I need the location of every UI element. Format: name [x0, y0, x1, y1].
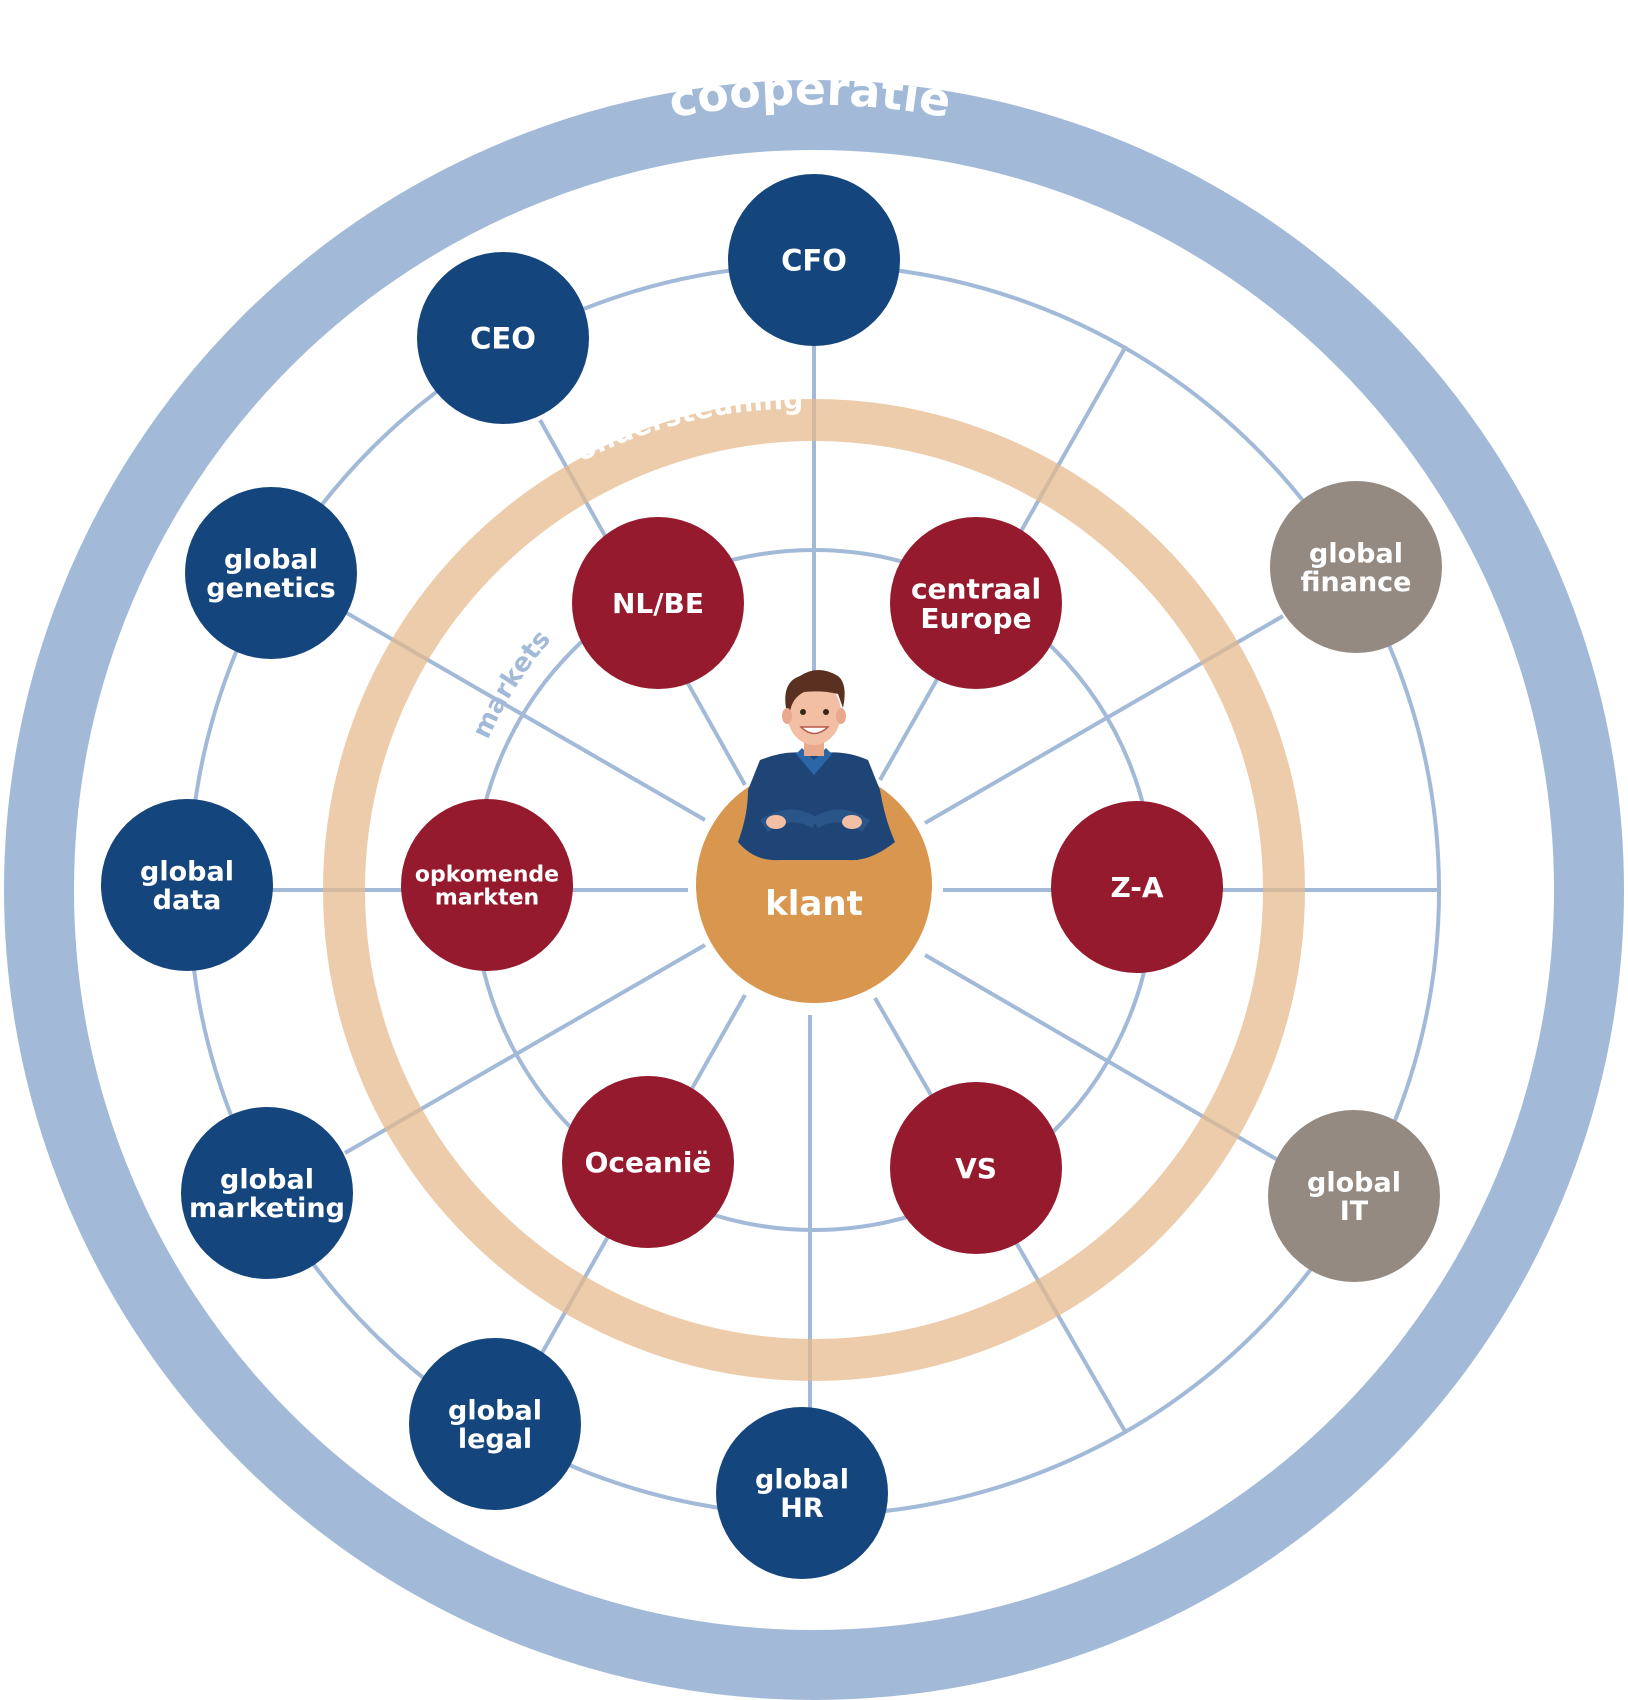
market-node-nl-be-circle	[572, 517, 744, 689]
market-node-vs-label: VS	[955, 1152, 997, 1185]
market-node-vs: VS	[890, 1082, 1062, 1254]
market-node-opkomende-markten-label: opkomende	[415, 862, 559, 887]
global-function-node-global-hr-label: HR	[780, 1493, 824, 1524]
global-function-node-global-marketing-label: global	[220, 1165, 314, 1196]
global-function-node-global-genetics-circle	[185, 487, 357, 659]
market-node-centraal-europe-circle	[890, 517, 1062, 689]
global-function-node-global-legal-label: global	[448, 1396, 542, 1427]
executive-node-ceo-label: CEO	[470, 321, 536, 355]
global-function-node-global-it-circle	[1268, 1110, 1440, 1282]
market-node-oceani-label: Oceanië	[585, 1146, 712, 1179]
executive-node-cfo-label: CFO	[781, 243, 847, 277]
global-function-node-global-marketing-label: marketing	[189, 1193, 345, 1224]
global-function-node-global-finance-label: global	[1309, 539, 1403, 570]
market-node-z-a: Z-A	[1051, 801, 1223, 973]
global-function-node-global-data-circle	[101, 799, 273, 971]
market-node-nl-be-label: NL/BE	[612, 587, 704, 620]
executive-node-ceo-circle	[417, 252, 589, 424]
customer-person-icon	[738, 670, 895, 861]
global-function-node-global-genetics-label: genetics	[206, 573, 335, 604]
executive-node-ceo: CEO	[417, 252, 589, 424]
market-node-oceani-circle	[562, 1076, 734, 1248]
market-node-opkomende-markten-label: markten	[435, 885, 539, 910]
market-node-centraal-europe-label: Europe	[920, 602, 1031, 635]
support-ring	[323, 399, 1305, 1381]
node-layer: CFOCEOglobalgeneticsglobaldataglobalmark…	[101, 174, 1442, 1579]
global-function-node-global-finance-label: finance	[1301, 567, 1412, 598]
market-node-centraal-europe-label: centraal	[911, 572, 1041, 605]
global-function-node-global-marketing-circle	[181, 1107, 353, 1279]
global-function-node-global-legal-label: legal	[458, 1424, 532, 1455]
global-function-node-global-legal-circle	[409, 1338, 581, 1510]
global-function-node-global-it-label: IT	[1340, 1196, 1369, 1227]
market-node-z-a-circle	[1051, 801, 1223, 973]
market-node-opkomende-markten-circle	[401, 799, 573, 971]
market-node-vs-circle	[890, 1082, 1062, 1254]
market-node-oceani: Oceanië	[562, 1076, 734, 1248]
global-function-node-global-finance-circle	[1270, 481, 1442, 653]
global-function-node-global-hr-circle	[716, 1407, 888, 1579]
market-node-z-a-label: Z-A	[1110, 871, 1163, 904]
global-function-node-global-data-label: global	[140, 857, 234, 888]
customer-label: klant	[765, 884, 863, 924]
executive-node-cfo-circle	[728, 174, 900, 346]
global-function-node-global-genetics-label: global	[224, 545, 318, 576]
global-function-node-global-it-label: global	[1307, 1168, 1401, 1199]
customer-node: klant	[696, 670, 932, 1003]
global-function-node-global-data-label: data	[153, 885, 222, 916]
global-function-node-global-hr-label: global	[755, 1465, 849, 1496]
market-node-nl-be: NL/BE	[572, 517, 744, 689]
executive-node-cfo: CFO	[728, 174, 900, 346]
cooperation-ring	[4, 80, 1624, 1700]
